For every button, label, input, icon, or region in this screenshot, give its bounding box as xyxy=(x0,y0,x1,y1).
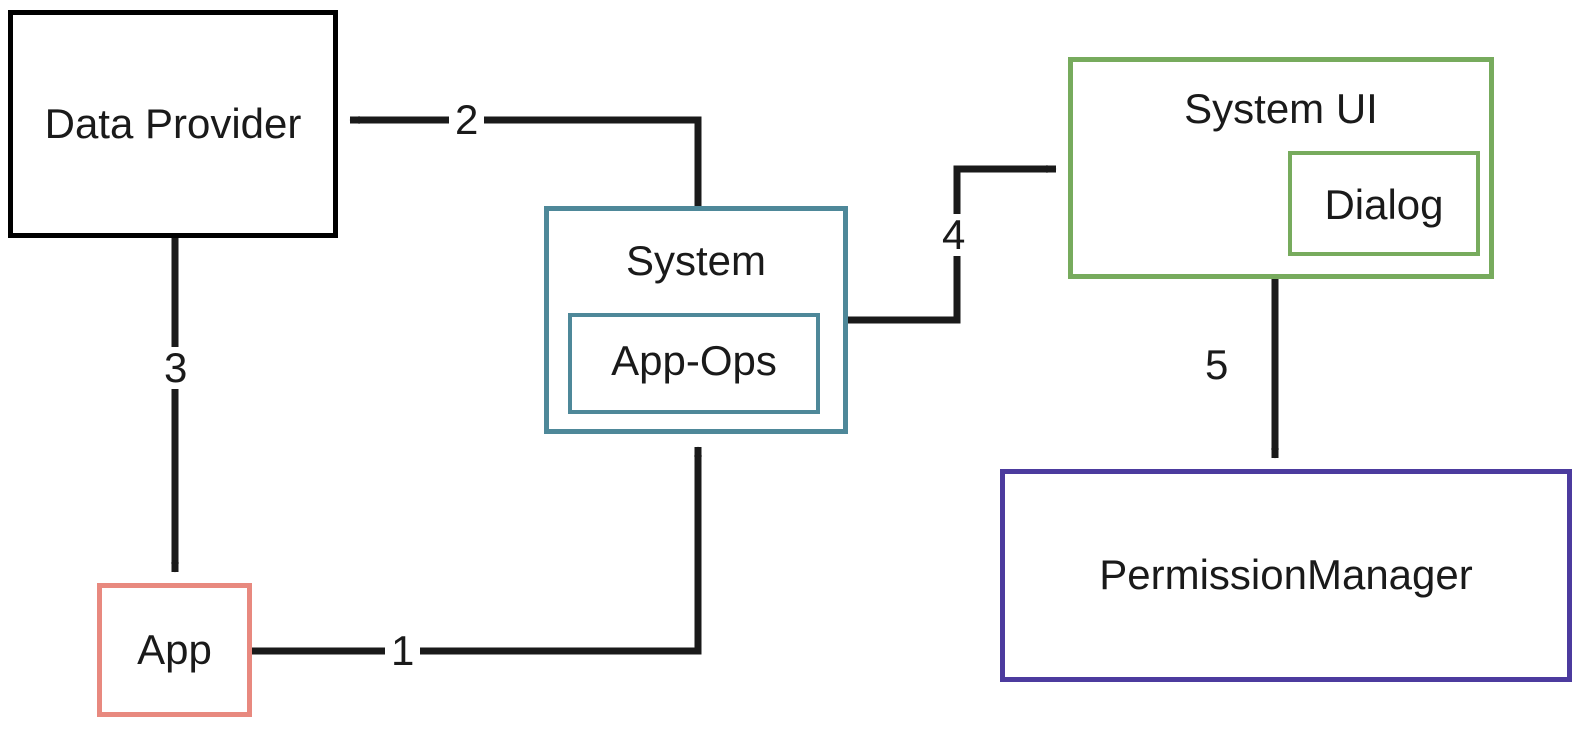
node-permission-manager[interactable] xyxy=(1000,469,1572,682)
node-data-provider-label: Data Provider xyxy=(44,100,302,147)
node-dialog[interactable] xyxy=(1288,151,1480,256)
connector-edge-1 xyxy=(252,446,702,655)
node-app[interactable] xyxy=(97,583,252,717)
node-app-label: App xyxy=(137,626,212,673)
node-app-ops-label: App-Ops xyxy=(611,337,777,384)
edge-label-2: 2 xyxy=(449,99,485,141)
edge-label-5: 5 xyxy=(1199,344,1235,386)
edge-label-1: 1 xyxy=(385,630,421,672)
node-dialog-label: Dialog xyxy=(1324,181,1444,228)
node-app-ops[interactable] xyxy=(568,313,820,414)
edge-label-4: 4 xyxy=(936,214,972,256)
node-system[interactable] xyxy=(544,206,848,434)
node-data-provider[interactable] xyxy=(8,10,338,238)
node-system-ui[interactable] xyxy=(1068,57,1494,279)
node-permission-manager-label: PermissionManager xyxy=(1099,551,1473,598)
connector-edge-2 xyxy=(349,116,702,206)
edge-label-3: 3 xyxy=(158,347,194,389)
node-system-ui-label: System UI xyxy=(1184,85,1378,132)
node-system-label: System xyxy=(625,237,767,284)
